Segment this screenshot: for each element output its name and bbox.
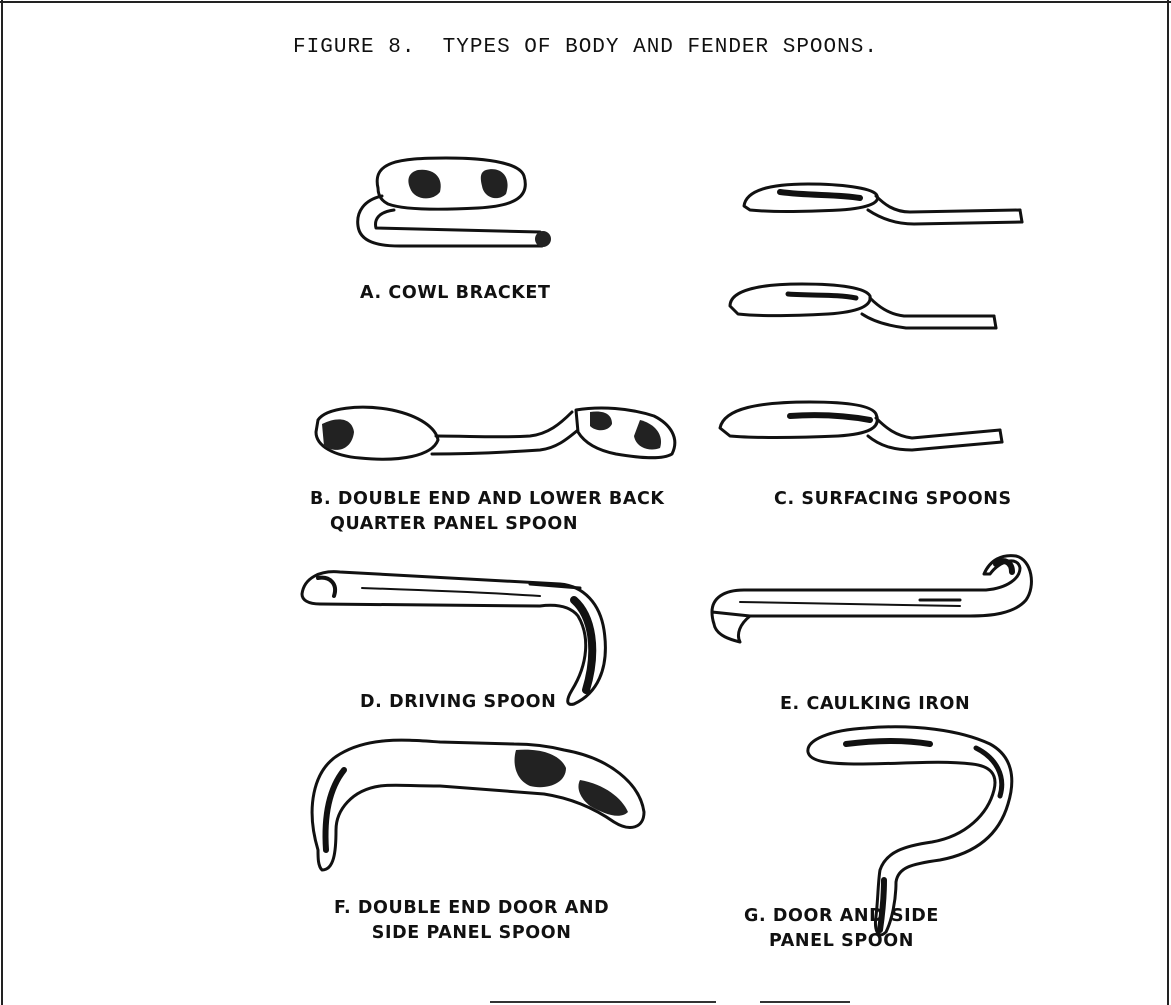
caption-double-end-door-spoon: F. DOUBLE END DOOR AND SIDE PANEL SPOON xyxy=(334,896,609,947)
surfacing-spoon-2-illustration xyxy=(730,284,996,328)
caption-f-line1: F. DOUBLE END DOOR AND xyxy=(334,896,609,921)
caption-d-text: D. DRIVING SPOON xyxy=(360,690,556,715)
caption-c-text: C. SURFACING SPOONS xyxy=(774,487,1012,512)
caption-e-text: E. CAULKING IRON xyxy=(780,692,970,717)
caption-a-text: A. COWL BRACKET xyxy=(360,281,551,306)
double-end-door-side-panel-spoon-illustration xyxy=(312,740,644,870)
double-end-quarter-panel-spoon-illustration xyxy=(316,407,675,459)
caption-f-line2: SIDE PANEL SPOON xyxy=(334,921,609,946)
caption-double-end-spoon: B. DOUBLE END AND LOWER BACK QUARTER PAN… xyxy=(310,487,665,538)
caption-b-line2: QUARTER PANEL SPOON xyxy=(310,512,665,537)
caption-g-line2: PANEL SPOON xyxy=(744,929,939,954)
surfacing-spoon-1-illustration xyxy=(744,184,1022,224)
caption-g-line1: G. DOOR AND SIDE xyxy=(744,904,939,929)
caption-driving-spoon: D. DRIVING SPOON xyxy=(360,690,556,715)
surfacing-spoon-3-illustration xyxy=(720,402,1002,450)
caption-door-side-panel-spoon: G. DOOR AND SIDE PANEL SPOON xyxy=(744,904,939,955)
caption-b-line1: B. DOUBLE END AND LOWER BACK xyxy=(310,487,665,512)
caption-surfacing-spoons: C. SURFACING SPOONS xyxy=(774,487,1012,512)
caption-cowl-bracket: A. COWL BRACKET xyxy=(360,281,551,306)
cowl-bracket-illustration xyxy=(358,158,551,247)
driving-spoon-illustration xyxy=(302,572,605,705)
caption-caulking-iron: E. CAULKING IRON xyxy=(780,692,970,717)
caulking-iron-illustration xyxy=(712,556,1031,642)
